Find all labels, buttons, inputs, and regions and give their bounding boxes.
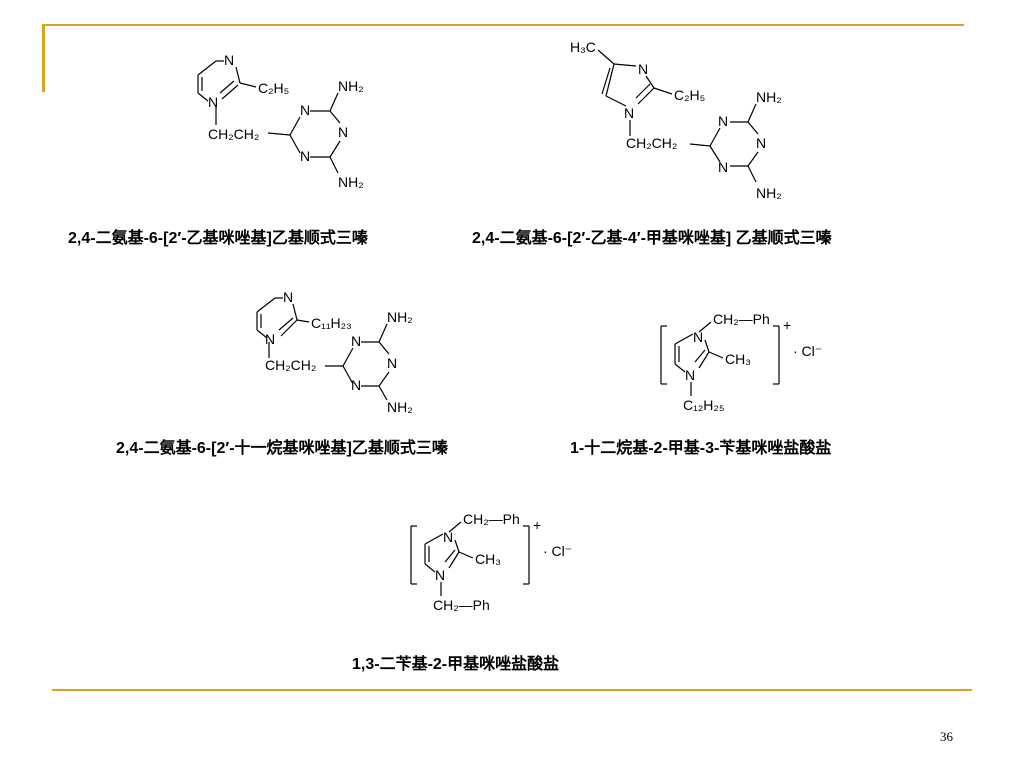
caption-2: 2,4-二氨基-6-[2′-乙基-4′-甲基咪唑基] 乙基顺式三嗪 — [472, 230, 832, 247]
benzyl-substituent-bottom: CH₂—Ph — [433, 597, 490, 613]
structure-3: N N C₁₁H₂₃ CH₂CH₂ N N N NH₂ NH₂ — [256, 289, 413, 415]
caption-3: 2,4-二氨基-6-[2′-十一烷基咪唑基]乙基顺式三嗪 — [116, 440, 448, 457]
structure-2: H₃C N N C₂H₅ CH₂CH₂ N N N NH₂ NH₂ — [570, 39, 782, 201]
imidazole-n3: N — [224, 52, 234, 68]
imidazolium-n1: N — [435, 567, 445, 583]
c2-methyl: CH₃ — [475, 551, 501, 567]
triazine-n5: N — [351, 377, 361, 393]
amino-bottom: NH₂ — [387, 399, 413, 415]
imidazole-n1: N — [624, 105, 634, 121]
chloride-counterion: · Cl⁻ — [543, 543, 572, 559]
bottom-accent-line — [52, 689, 972, 691]
amino-top: NH₂ — [338, 78, 364, 94]
imidazole-n3: N — [638, 61, 648, 77]
chloride-counterion: · Cl⁻ — [793, 343, 822, 359]
triazine-n5: N — [718, 159, 728, 175]
caption-1: 2,4-二氨基-6-[2′-乙基咪唑基]乙基顺式三嗪 — [68, 230, 368, 247]
methyl-group: H₃C — [570, 39, 596, 55]
imidazole-n1: N — [208, 94, 218, 110]
benzyl-substituent-top: CH₂—Ph — [463, 511, 520, 527]
ethyl-linker: CH₂CH₂ — [626, 135, 677, 151]
top-accent-line — [42, 24, 964, 26]
left-accent-line — [42, 24, 45, 92]
triazine-n1: N — [300, 102, 310, 118]
page-number: 36 — [940, 729, 953, 744]
benzyl-substituent: CH₂—Ph — [713, 311, 770, 327]
triazine-n3: N — [387, 355, 397, 371]
ethyl-linker: CH₂CH₂ — [265, 357, 316, 373]
c2-substituent: C₂H₅ — [258, 80, 289, 96]
ethyl-linker: CH₂CH₂ — [208, 126, 259, 142]
triazine-n1: N — [351, 333, 361, 349]
positive-charge: + — [533, 517, 541, 533]
c2-substituent: C₁₁H₂₃ — [311, 315, 352, 331]
positive-charge: + — [783, 317, 791, 333]
caption-5: 1,3-二苄基-2-甲基咪唑盐酸盐 — [352, 656, 560, 673]
structure-5: N N CH₂—Ph CH₃ CH₂—Ph + · Cl⁻ — [410, 511, 572, 613]
c2-substituent: C₂H₅ — [674, 87, 705, 103]
triazine-n1: N — [718, 113, 728, 129]
triazine-n5: N — [300, 148, 310, 164]
triazine-n3: N — [756, 135, 766, 151]
structure-1: N N C₂H₅ CH₂CH₂ N N N NH₂ NH₂ — [197, 52, 364, 190]
caption-4: 1-十二烷基-2-甲基-3-苄基咪唑盐酸盐 — [570, 440, 832, 457]
amino-bottom: NH₂ — [756, 185, 782, 201]
dodecyl-substituent: C₁₂H₂₅ — [683, 397, 724, 413]
imidazole-n3: N — [283, 289, 293, 305]
imidazolium-n3: N — [693, 329, 703, 345]
imidazolium-n3: N — [443, 529, 453, 545]
amino-top: NH₂ — [756, 89, 782, 105]
imidazolium-n1: N — [685, 367, 695, 383]
triazine-n3: N — [338, 124, 348, 140]
amino-top: NH₂ — [387, 309, 413, 325]
amino-bottom: NH₂ — [338, 174, 364, 190]
structure-4: N N CH₂—Ph CH₃ C₁₂H₂₅ + · Cl⁻ — [660, 311, 822, 413]
imidazole-n1: N — [265, 331, 275, 347]
c2-methyl: CH₃ — [725, 351, 751, 367]
